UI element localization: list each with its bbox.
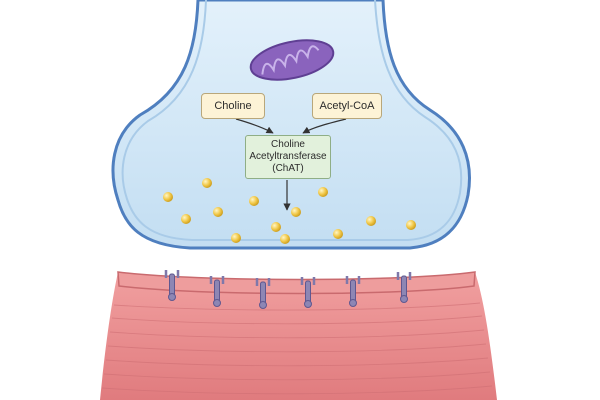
arrow-choline-to-enzyme	[235, 118, 274, 134]
synaptic-vesicles	[163, 178, 416, 244]
vesicle	[333, 229, 343, 239]
receptor	[345, 276, 361, 307]
vesicle	[318, 187, 328, 197]
muscle-tissue	[100, 272, 497, 400]
vesicle	[271, 222, 281, 232]
muscle-surface-membrane	[117, 271, 476, 295]
choline-label: Choline	[201, 93, 265, 119]
vesicle	[280, 234, 290, 244]
vesicle	[366, 216, 376, 226]
acetyl-coa-label: Acetyl-CoA	[312, 93, 382, 119]
vesicle	[231, 233, 241, 243]
receptor	[300, 277, 316, 308]
vesicle	[202, 178, 212, 188]
terminal-inner-outline	[121, 0, 463, 241]
choline-acetyltransferase-label: Choline Acetyltransferase (ChAT)	[245, 135, 331, 179]
receptor	[255, 278, 271, 309]
acetylcholine-receptors	[164, 270, 412, 309]
receptor	[164, 270, 180, 301]
receptor	[209, 276, 225, 307]
receptor	[396, 272, 412, 303]
vesicle	[249, 196, 259, 206]
vesicle	[406, 220, 416, 230]
arrow-acetylcoa-to-enzyme	[302, 118, 347, 134]
presynaptic-terminal	[111, 0, 471, 250]
vesicle	[163, 192, 173, 202]
mitochondrion	[249, 39, 335, 81]
muscle-fibers	[101, 302, 493, 395]
vesicle	[291, 207, 301, 217]
vesicle	[213, 207, 223, 217]
vesicle	[181, 214, 191, 224]
